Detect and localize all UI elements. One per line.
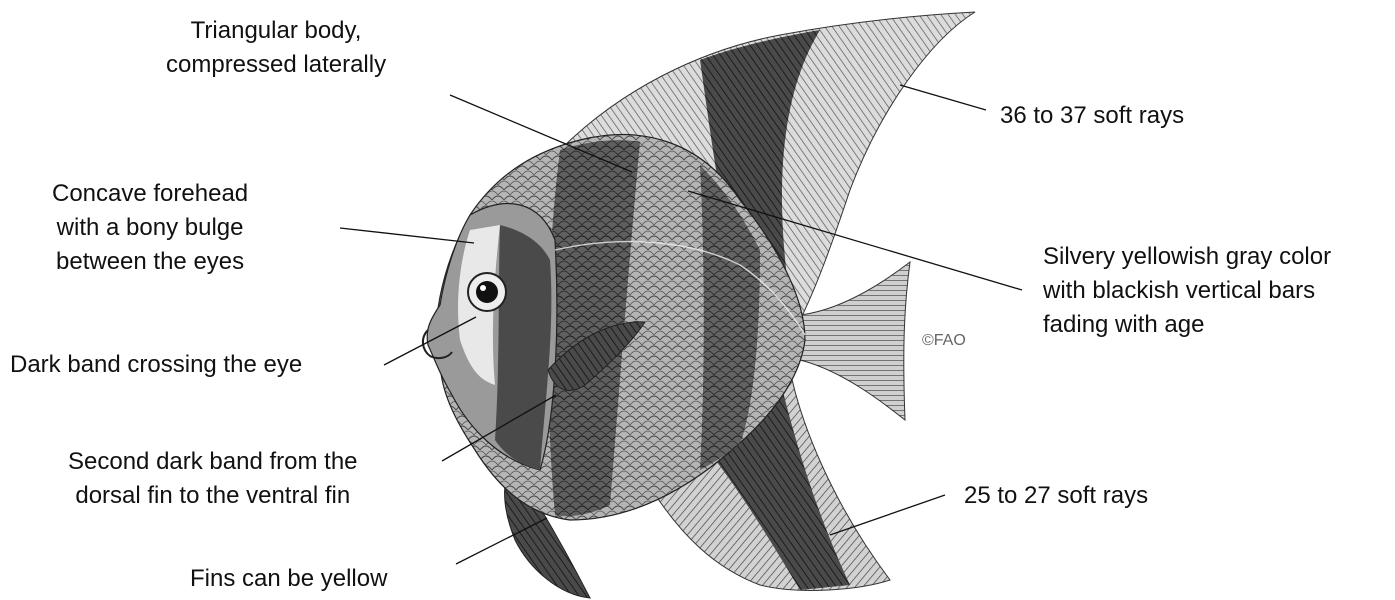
label-line: with a bony bulge	[52, 211, 248, 245]
copyright-credit: ©FAO	[922, 332, 966, 350]
label-fins-yellow: Fins can be yellow	[190, 562, 387, 596]
label-line: Second dark band from the	[68, 445, 358, 479]
leader-forehead	[340, 228, 474, 243]
label-dorsal-rays: 36 to 37 soft rays	[1000, 99, 1184, 133]
label-line: dorsal fin to the ventral fin	[68, 479, 358, 513]
label-line: 25 to 27 soft rays	[964, 479, 1148, 513]
label-line: Triangular body,	[166, 14, 386, 48]
label-line: Silvery yellowish gray color	[1043, 240, 1331, 274]
eye-band	[495, 225, 551, 470]
leader-dorsal-rays	[900, 85, 986, 110]
label-anal-rays: 25 to 27 soft rays	[964, 479, 1148, 513]
label-line: Dark band crossing the eye	[10, 348, 302, 382]
label-second-band: Second dark band from the dorsal fin to …	[68, 445, 358, 513]
label-line: with blackish vertical bars	[1043, 274, 1331, 308]
label-color: Silvery yellowish gray color with blacki…	[1043, 240, 1331, 342]
label-line: 36 to 37 soft rays	[1000, 99, 1184, 133]
label-line: fading with age	[1043, 308, 1331, 342]
label-line: compressed laterally	[166, 48, 386, 82]
label-line: between the eyes	[52, 245, 248, 279]
label-forehead: Concave forehead with a bony bulge betwe…	[52, 177, 248, 279]
label-line: Concave forehead	[52, 177, 248, 211]
label-triangular-body: Triangular body, compressed laterally	[166, 14, 386, 82]
label-eye-band: Dark band crossing the eye	[10, 348, 302, 382]
caudal-fin	[800, 262, 910, 420]
label-line: Fins can be yellow	[190, 562, 387, 596]
